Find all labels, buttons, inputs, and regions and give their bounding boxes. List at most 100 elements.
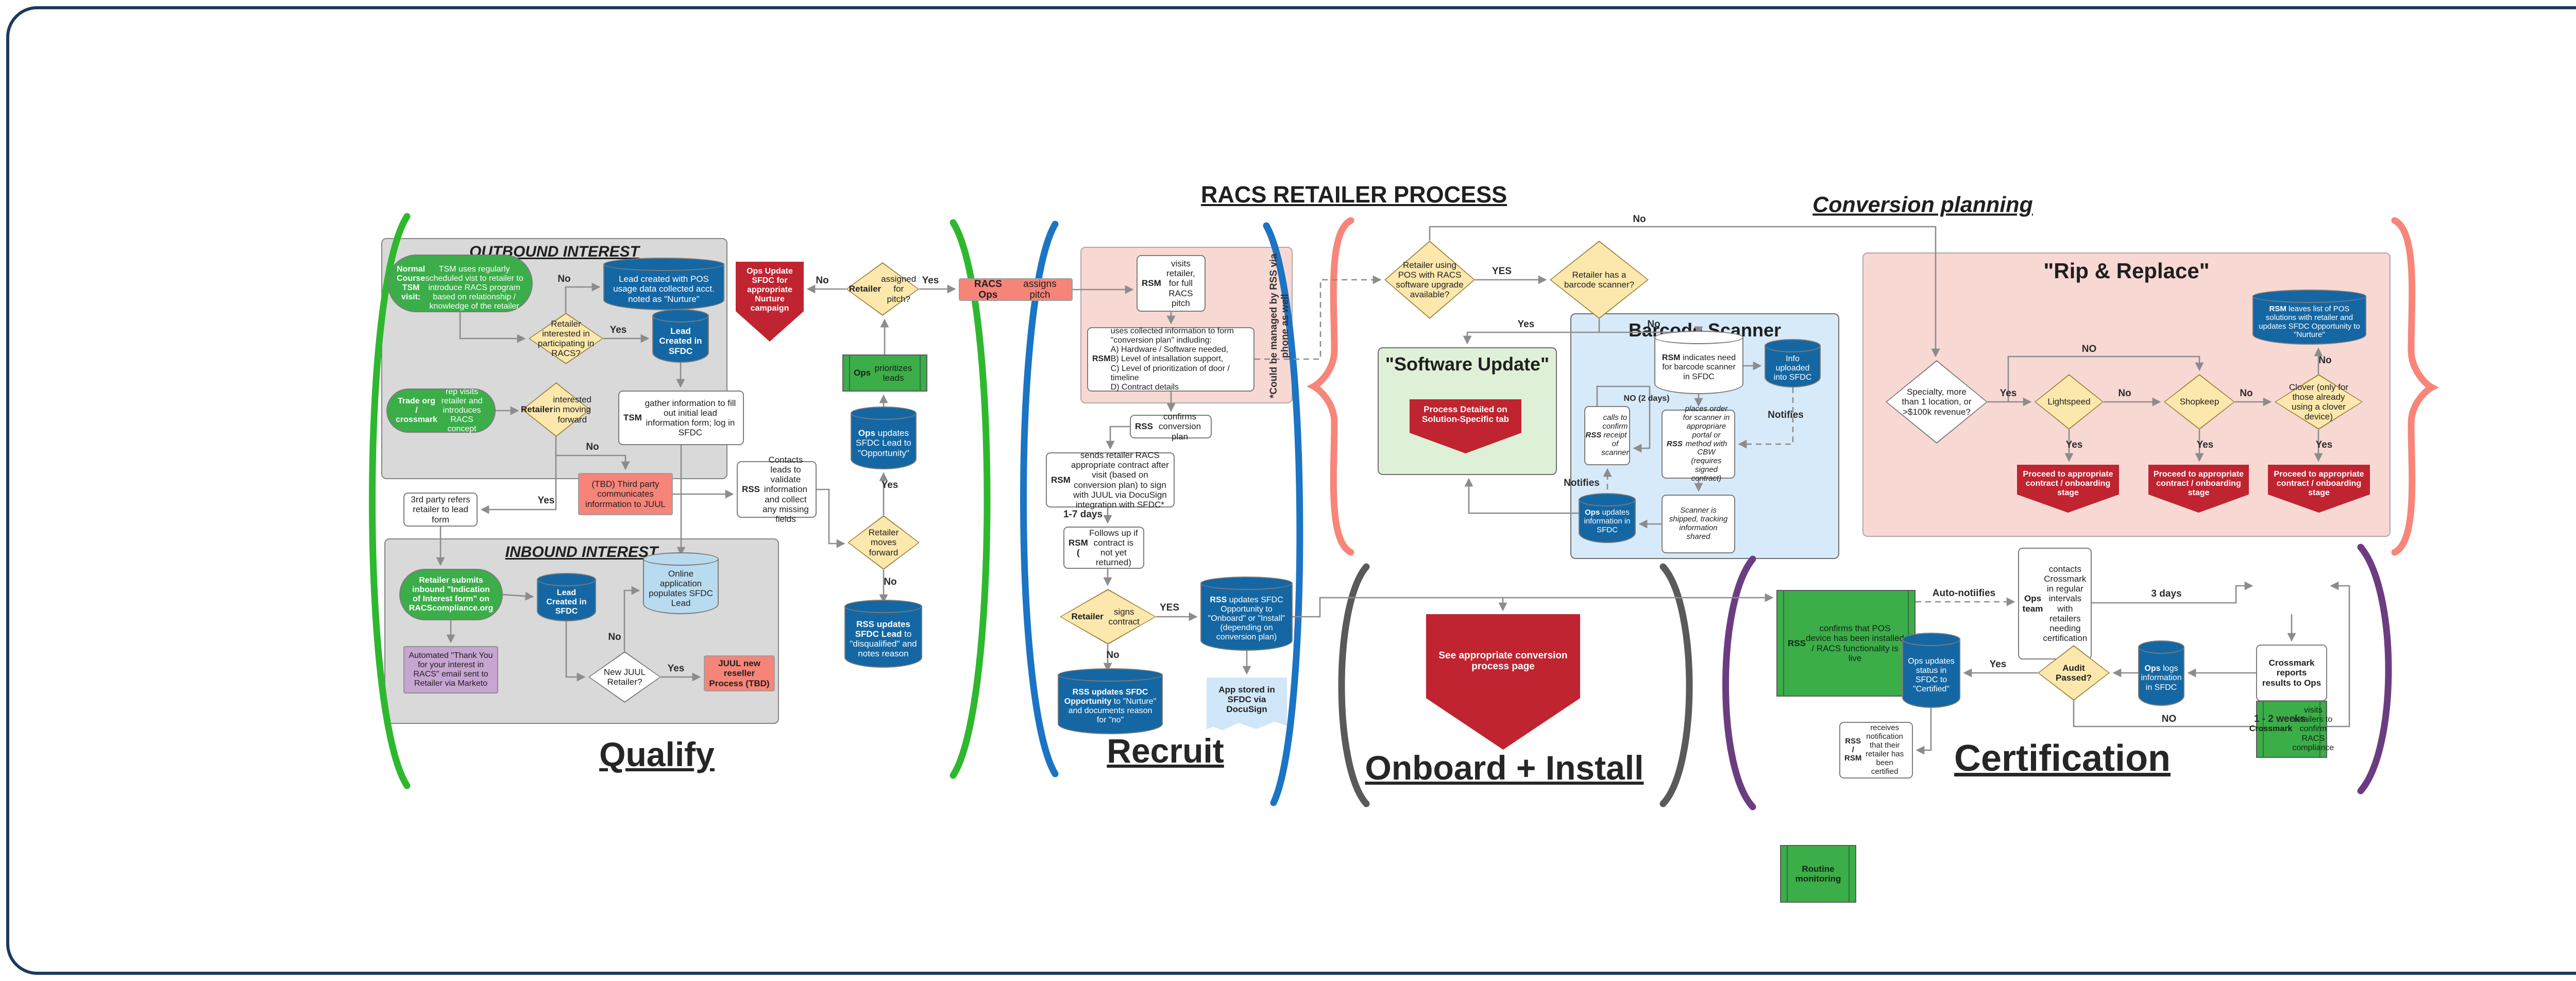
node-lead-created-pos-nurture-text: Lead created with POS usage data collect… bbox=[613, 274, 715, 304]
brace-recruit-close bbox=[1263, 222, 1303, 806]
label-no-new-juul: No bbox=[608, 632, 621, 642]
node-info-uploaded-sfdc: Info uploaded into SFDC bbox=[1765, 339, 1821, 387]
label-yes-pos-upgrade: YES bbox=[1492, 266, 1512, 277]
decision-retailer-assigned-pitch: Retailer assigned for pitch? bbox=[846, 262, 919, 316]
label-no-participate: No bbox=[557, 274, 571, 284]
note-managed-by-rss: *Could be managed by RSS via phone as we… bbox=[1268, 253, 1291, 398]
label-no-assigned: No bbox=[816, 275, 829, 286]
label-no-lightspeed: No bbox=[2118, 388, 2131, 399]
label-no-scanner: No bbox=[1647, 319, 1660, 330]
node-lead-created-sfdc-outbound: Lead Created in SFDC bbox=[652, 309, 709, 363]
decision-lightspeed-text: Lightspeed bbox=[2047, 397, 2091, 407]
panel-title-inbound: INBOUND INTEREST bbox=[505, 544, 658, 561]
label-yes-shopkeep: Yes bbox=[2196, 439, 2214, 450]
node-automated-thankyou: Automated "Thank You for your interest i… bbox=[403, 646, 498, 694]
node-ops-updates-certified: Ops updates status in SFDC to "Certified… bbox=[1902, 633, 1960, 708]
label-no-pos-upgrade: No bbox=[1633, 214, 1646, 225]
node-tsm-gather-info: TSM gather information to fill out initi… bbox=[618, 391, 744, 445]
label-yes-participate: Yes bbox=[609, 325, 627, 335]
node-tbd-third-party: (TBD) Third party communicates inforrmat… bbox=[578, 473, 673, 515]
section-title-certification: Certification bbox=[1954, 738, 2171, 779]
node-info-uploaded-sfdc-text: Info uploaded into SFDC bbox=[1773, 354, 1812, 382]
node-rsm-indicates-scanner-need: RSM indicates need for barcode scanner i… bbox=[1654, 331, 1743, 394]
section-title-onboard-install: Onboard + Install bbox=[1365, 749, 1644, 787]
decision-retailer-interested-racs: Retailer interested in participating in … bbox=[529, 313, 603, 364]
decision-retailer-signs-contract: Retailer signs contract bbox=[1060, 589, 1156, 645]
node-third-party-refers: 3rd party refers retailer to lead form bbox=[403, 493, 478, 527]
section-title-qualify: Qualify bbox=[599, 735, 715, 773]
panel-title-rip-replace: "Rip & Replace" bbox=[2043, 259, 2210, 283]
node-rsm-sends-contract: RSM sends retailer RACS appropriate cont… bbox=[1046, 450, 1175, 510]
decision-retailer-interested-forward: Retailer interested in moving forward bbox=[520, 382, 592, 437]
label-yes-signs: YES bbox=[1159, 602, 1180, 613]
node-ops-prioritizes-leads: Ops prioritizes leads bbox=[842, 354, 927, 392]
brace-qualify-close bbox=[950, 219, 991, 779]
brace-certification-close bbox=[2357, 544, 2392, 794]
node-ops-updates-opportunity: Ops updates SFDC Lead to "Opportunity" bbox=[851, 407, 917, 469]
label-yes-assigned: Yes bbox=[922, 275, 939, 286]
decision-has-barcode-scanner-text: Retailer has a barcode scanner? bbox=[1564, 269, 1635, 290]
label-yes-forward: Yes bbox=[537, 495, 555, 506]
main-title: RACS RETAILER PROCESS bbox=[1200, 181, 1507, 208]
label-yes-moves-forward: Yes bbox=[881, 480, 899, 490]
node-retailer-submits-interest: Retailer submits inbound "Indication of … bbox=[399, 569, 503, 620]
node-rss-updates-nurture: RSS updates SFDC Opportunity to "Nurture… bbox=[1058, 668, 1163, 734]
node-routine-monitoring: Routine monitoring bbox=[1780, 845, 1856, 903]
decision-retailer-interested-forward-text: Retailer interested in moving forward bbox=[520, 395, 592, 425]
label-no-shopkeep: No bbox=[2240, 388, 2253, 399]
label-yes-scanner: Yes bbox=[1517, 319, 1535, 330]
node-rss-contacts-leads: RSS Contacts leads to validate informati… bbox=[737, 455, 817, 524]
label-no-2-days: NO (2 days) bbox=[1623, 394, 1670, 403]
node-rss-confirms-plan: RSS confirms conversion plan bbox=[1130, 412, 1212, 442]
label-no-forward: No bbox=[586, 442, 599, 452]
label-no-audit: NO bbox=[2161, 714, 2177, 724]
decision-shopkeep-text: Shopkeep bbox=[2179, 397, 2219, 407]
decision-clover-text: Clover (only for those already using a c… bbox=[2289, 382, 2349, 422]
label-yes-clover: Yes bbox=[2315, 439, 2333, 450]
label-yes-specialty: Yes bbox=[1999, 388, 2017, 399]
label-no-specialty: NO bbox=[2081, 344, 2097, 354]
decision-retailer-moves-forward: Retailer moves forward bbox=[848, 515, 920, 570]
label-yes-audit: Yes bbox=[1989, 659, 2007, 670]
node-ops-team-contacts-crossmark: Ops team contacts Crossmark in regular i… bbox=[2018, 548, 2092, 659]
node-rsm-indicates-scanner-need-text: RSM indicates need for barcode scanner i… bbox=[1662, 353, 1736, 381]
node-rss-places-order: RSS places order for scanner in appropri… bbox=[1662, 404, 1735, 483]
label-notifies-order: Notifies bbox=[1768, 410, 1804, 420]
brace-onboard-close bbox=[1659, 563, 1693, 807]
node-crossmark-visits-retailers: Crossmark visits retailers to confirm RA… bbox=[2249, 701, 2334, 758]
decision-clover: Clover (only for those already using a c… bbox=[2275, 374, 2363, 430]
label-1-7-days: 1-7 days bbox=[1063, 509, 1103, 520]
node-online-application-text: Online application populates SFDC Lead bbox=[649, 568, 713, 608]
node-rss-rsm-notified: RSS / RSM receives notification that the… bbox=[1839, 722, 1913, 779]
node-app-stored-docusign: App stored in SFDC via DocuSign bbox=[1207, 678, 1287, 731]
decision-specialty-revenue: Specialty, more than 1 location, or >$10… bbox=[1886, 360, 1988, 444]
node-rsm-conversion-plan: RSM uses collected information to form "… bbox=[1087, 327, 1255, 392]
brace-conversion-close bbox=[2391, 217, 2439, 556]
decision-shopkeep: Shopkeep bbox=[2164, 374, 2235, 430]
decision-specialty-revenue-text: Specialty, more than 1 location, or >$10… bbox=[1902, 387, 1972, 417]
panel-title-software-update: "Software Update" bbox=[1385, 353, 1550, 375]
decision-retailer-moves-forward-text: Retailer moves forward bbox=[868, 528, 899, 557]
node-lead-created-pos-nurture: Lead created with POS usage data collect… bbox=[603, 258, 724, 310]
node-lead-created-sfdc-inbound: Lead Created in SFDC bbox=[537, 573, 596, 621]
node-rsm-leaves-pos-list-text: RSM leaves list of POS solutions with re… bbox=[2259, 304, 2360, 340]
node-rss-calls-confirm: RSS calls to confirm receipt of scanner bbox=[1584, 406, 1630, 465]
brace-conversion-open bbox=[1307, 217, 1354, 556]
decision-retailer-assigned-pitch-text: Retailer assigned for pitch? bbox=[849, 274, 917, 304]
brace-qualify-open bbox=[369, 213, 411, 789]
decision-retailer-interested-racs-text: Retailer interested in participating in … bbox=[537, 318, 595, 359]
node-rss-updates-onboard-install-text: RSS updates SFDC Opportunity to "Onboard… bbox=[1208, 595, 1285, 642]
decision-pos-upgrade-available: Retailer using POS with RACS software up… bbox=[1384, 241, 1475, 319]
decision-audit-passed-text: Audit Passed? bbox=[2056, 663, 2092, 683]
decision-pos-upgrade-available-text: Retailer using POS with RACS software up… bbox=[1396, 260, 1464, 300]
label-yes-lightspeed: Yes bbox=[2065, 439, 2083, 450]
label-auto-notifies: Auto-notiifies bbox=[1932, 588, 1996, 599]
node-rss-updates-nurture-text: RSS updates SFDC Opportunity to "Nurture… bbox=[1064, 687, 1157, 725]
brace-onboard-open bbox=[1338, 563, 1370, 807]
decision-new-juul-retailer-text: New JUUL Retailer? bbox=[603, 667, 646, 687]
label-no-signs: No bbox=[1106, 650, 1120, 661]
section-title-recruit: Recruit bbox=[1107, 732, 1224, 770]
conversion-planning-title: Conversion planning bbox=[1812, 192, 2033, 217]
